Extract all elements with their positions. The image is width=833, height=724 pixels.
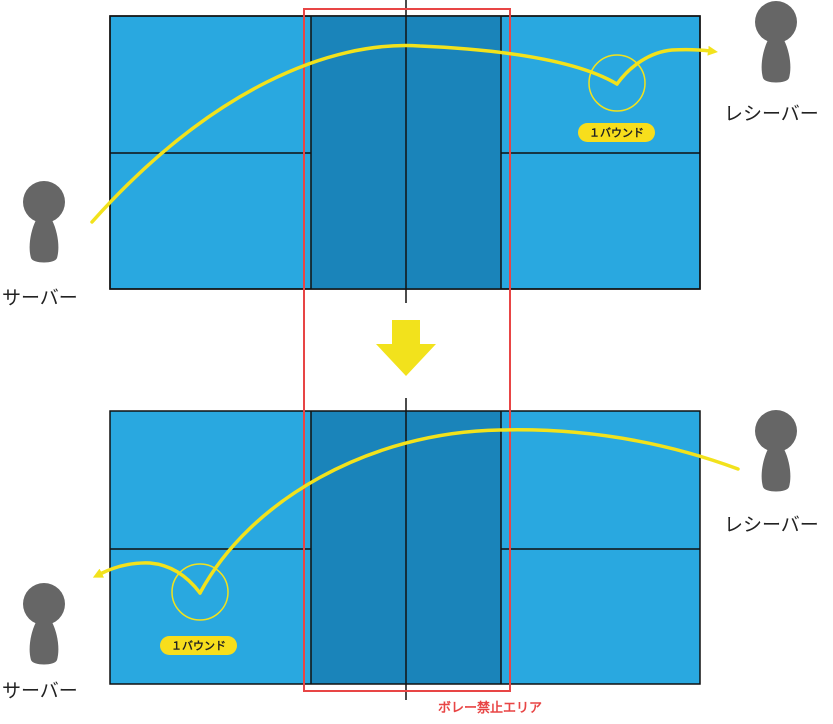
- bottom-server-person-icon: [23, 583, 65, 665]
- bottom-bounce-label: １バウンド: [171, 640, 226, 653]
- top-bounce-badge: [578, 123, 655, 142]
- top-server-label: サーバー: [2, 287, 78, 309]
- bottom-return-trajectory: [92, 561, 202, 595]
- no-volley-zone-outline: [303, 8, 511, 692]
- top-server-person-icon: [23, 181, 65, 263]
- bottom-court-border: [109, 410, 701, 685]
- top-court-border: [109, 15, 701, 290]
- bottom-bounce-circle: [171, 563, 229, 621]
- top-court: [109, 0, 701, 303]
- bottom-serve-trajectory: [198, 428, 740, 595]
- bottom-receiver-label: レシーバー: [724, 514, 819, 536]
- arrow-down-icon: [376, 320, 436, 376]
- bottom-server-label: サーバー: [2, 680, 78, 702]
- top-receiver-person-icon: [755, 1, 797, 83]
- top-serve-trajectory: [90, 43, 619, 224]
- bottom-receiver-person-icon: [755, 410, 797, 492]
- top-bounce-circle: [588, 54, 646, 112]
- top-ball-path: １バウンド: [90, 43, 718, 224]
- top-bounce-label: １バウンド: [589, 127, 644, 140]
- no-volley-zone-label: ボレー禁止エリア: [438, 700, 542, 716]
- top-return-trajectory: [615, 45, 718, 86]
- top-receiver-label: レシーバー: [724, 103, 819, 125]
- bottom-bounce-badge: [160, 636, 237, 655]
- bottom-ball-path: １バウンド: [92, 428, 740, 655]
